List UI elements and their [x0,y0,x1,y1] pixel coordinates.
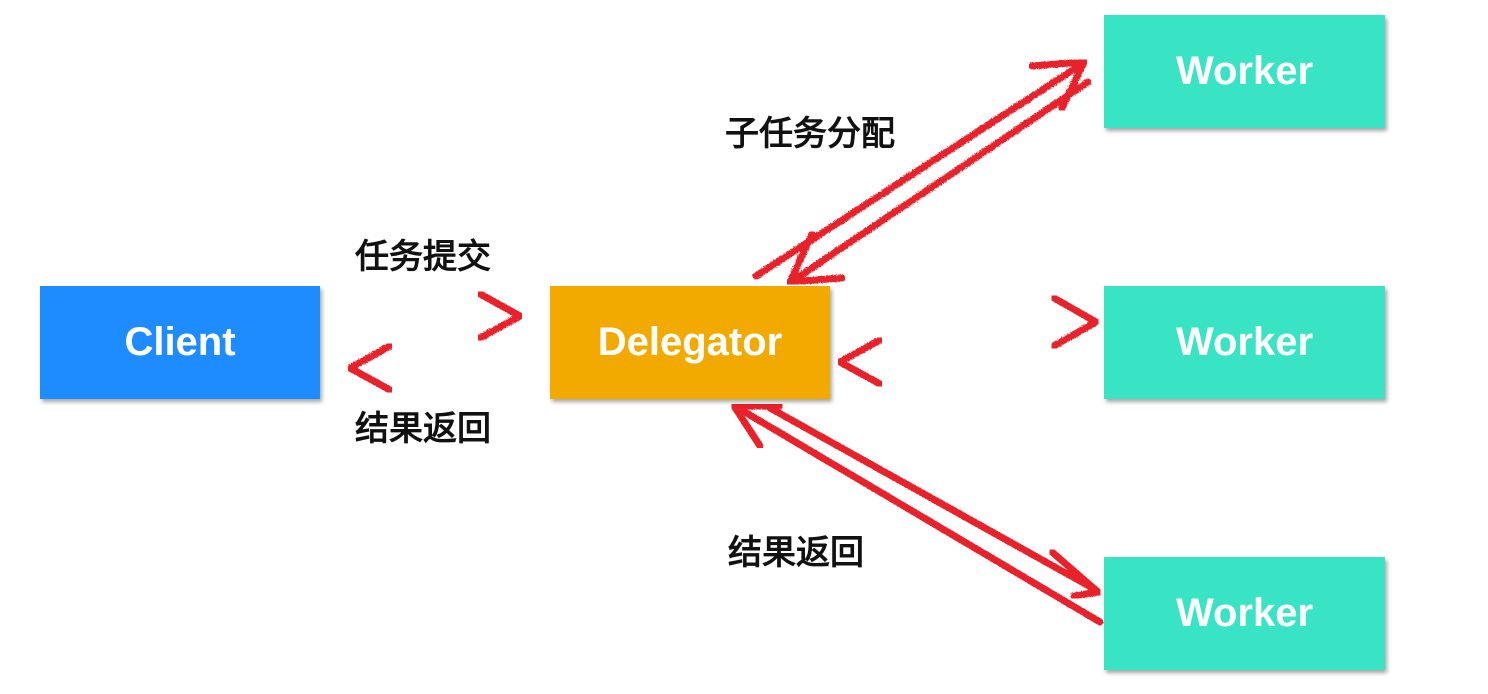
arrow-worker-top-to-delegator [784,78,1092,286]
worker-node-top: Worker [1104,15,1385,128]
worker-node-middle: Worker [1104,286,1385,399]
arrow-worker-middle-to-delegator [832,336,1102,388]
arrow-worker-bottom-to-delegator [727,402,1104,626]
worker-label: Worker [1175,591,1314,635]
arrow-delegator-to-client [342,342,526,394]
edge-label-submit: 任务提交 [355,237,491,277]
delegator-label: Delegator [597,320,783,364]
arrow-delegator-to-worker-middle [832,294,1104,350]
delegator-node: Delegator [550,286,830,399]
worker-label: Worker [1175,49,1314,93]
client-label: Client [124,320,236,364]
worker-node-bottom: Worker [1104,557,1385,670]
edge-label-subtask-assign: 子任务分配 [725,114,895,154]
client-node: Client [40,286,320,399]
edge-label-return-from-worker: 结果返回 [728,533,864,573]
worker-label: Worker [1175,320,1314,364]
arrow-delegator-to-worker-top [752,58,1090,280]
edge-label-return-to-client: 结果返回 [355,409,491,449]
arrow-client-to-delegator [343,290,528,342]
